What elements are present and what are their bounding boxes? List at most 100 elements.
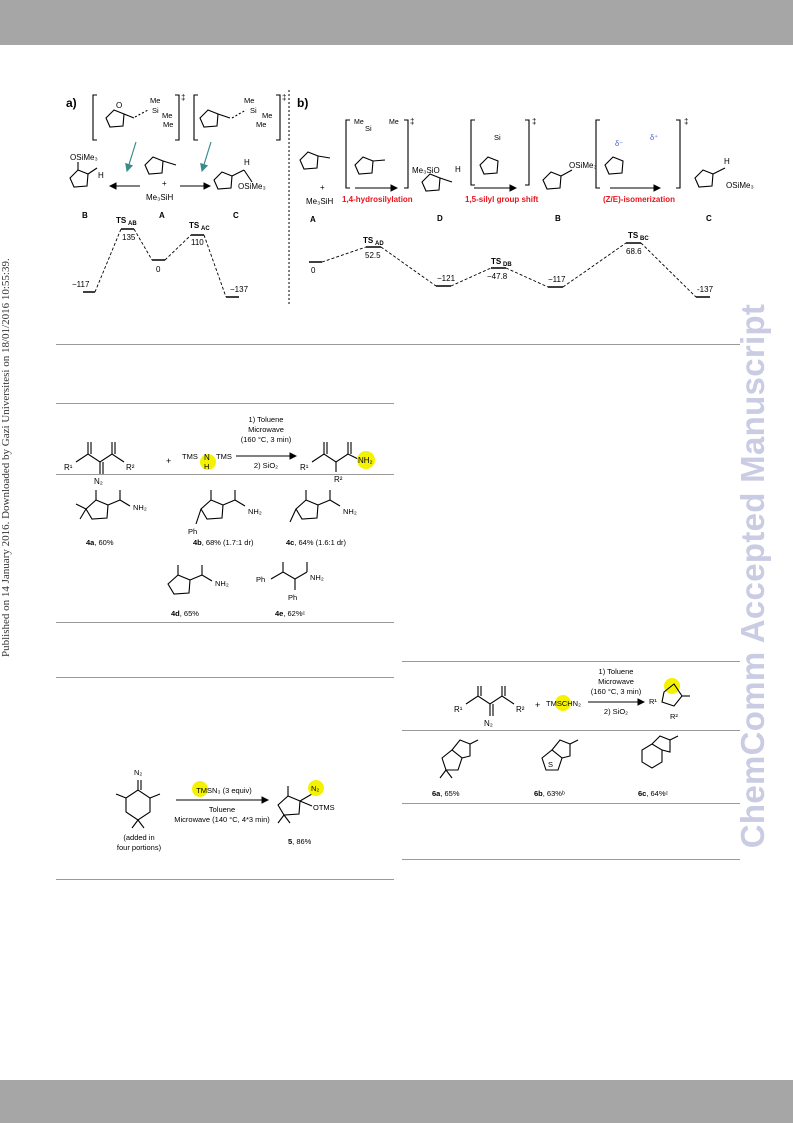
rule-7	[402, 661, 740, 662]
top-header-bar	[0, 0, 793, 45]
label-tms: TMS	[182, 452, 198, 461]
label-o: O	[116, 101, 122, 110]
label-si: Si	[152, 106, 159, 115]
compound-a-label: A	[159, 211, 165, 220]
energy-profile-figure: a) b) O Me Si Me Me ‡ Me Si Me Me ‡ OSiM…	[66, 90, 754, 305]
label-nh2: NH₂	[343, 507, 357, 516]
label-tms: TMS	[216, 452, 232, 461]
product-4b-caption: 4b, 68% (1.7:1 dr)	[193, 538, 254, 547]
compound-c-label: C	[233, 211, 239, 220]
rule-1	[56, 344, 740, 345]
label-ph: Ph	[288, 593, 297, 602]
bottom-footer-bar	[0, 1080, 793, 1123]
label-ph: Ph	[256, 575, 265, 584]
molecule-c	[213, 169, 253, 190]
rule-10	[402, 859, 740, 860]
label-me: Me	[262, 111, 272, 120]
label-r2: R²	[516, 705, 525, 714]
condition-line: Microwave (140 °C, 4*3 min)	[174, 815, 270, 824]
compound-b-label: B	[555, 214, 561, 223]
label-osime3: OSiMe₃	[569, 161, 597, 170]
label-ph: Ph	[188, 527, 197, 536]
step-hydrosilylation: 1,4-hydrosilylation	[342, 195, 413, 204]
diazo-dimedone	[115, 780, 161, 829]
compound-c-label: C	[706, 214, 712, 223]
product-4a-caption: 4a, 60%	[86, 538, 114, 547]
product-4c	[289, 490, 341, 523]
label-me: Me	[150, 96, 160, 105]
energy-value: 135	[122, 233, 136, 242]
product-5	[277, 786, 313, 824]
product-4e-caption: 4e, 62%ᶜ	[275, 609, 306, 618]
highlight-n3	[192, 781, 208, 797]
rule-6	[56, 879, 394, 880]
energy-value: 68.6	[626, 247, 642, 256]
condition-line: Microwave	[248, 425, 284, 434]
rule-2	[56, 403, 394, 404]
product-6a-caption: 6a, 65%	[432, 789, 460, 798]
energy-value: 110	[191, 238, 204, 247]
label-n: N	[204, 453, 210, 462]
energy-value: −121	[437, 274, 456, 283]
label-otms: OTMS	[313, 803, 335, 812]
ts-bc-structure	[595, 119, 681, 189]
panel-b-label: b)	[297, 96, 308, 110]
label-me: Me	[162, 111, 172, 120]
condition-line: 1) Toluene	[249, 415, 284, 424]
energy-value: −117	[548, 275, 566, 284]
label-me: Me	[389, 119, 399, 126]
ts-sub: AC	[201, 226, 210, 232]
label-h: H	[204, 462, 209, 471]
label-r2: R²	[334, 475, 343, 484]
teal-arrow-1	[125, 141, 137, 173]
ts-sub: AD	[375, 241, 384, 247]
product-6c-caption: 6c, 64%ᶜ	[638, 789, 669, 798]
ts-ac-structure	[193, 94, 281, 141]
label-si: Si	[250, 106, 257, 115]
panel-b-paths	[321, 242, 697, 298]
label-me: Me	[256, 120, 266, 129]
label-h: H	[98, 171, 104, 180]
label-double-dagger: ‡	[684, 117, 688, 126]
molecule-a-b	[299, 151, 331, 170]
label-me: Me	[163, 120, 173, 129]
product-4a	[75, 490, 131, 520]
label-h: H	[244, 158, 250, 167]
label-plus: +	[535, 700, 540, 710]
label-s: S	[548, 760, 553, 769]
label-n2: N₂	[484, 719, 493, 728]
ts-sub: AB	[128, 221, 137, 227]
panel-b-levels	[309, 242, 710, 298]
rule-5	[56, 677, 394, 678]
highlight-ch	[555, 695, 571, 711]
teal-arrow-2	[200, 141, 212, 173]
condition-line: (160 °C, 3 min)	[591, 687, 642, 696]
product-4e	[270, 562, 308, 590]
energy-value: −117	[72, 280, 90, 289]
energy-value: −47.8	[487, 272, 508, 281]
ts-sub: DB	[503, 262, 512, 268]
ts-label: TS	[628, 231, 639, 240]
label-nh2: NH₂	[310, 573, 324, 582]
label-nh2: NH₂	[358, 456, 373, 465]
product-5-caption: 5, 86%	[288, 837, 312, 846]
label-me: Me	[244, 96, 254, 105]
label-n2: N₂	[134, 768, 142, 777]
energy-value: 52.5	[365, 251, 381, 260]
label-r2: R²	[670, 712, 678, 721]
label-delta-plus: δ⁺	[650, 133, 658, 142]
label-osime3: OSiMe₃	[70, 153, 98, 162]
product-4c-caption: 4c, 64% (1.6:1 dr)	[286, 538, 347, 547]
ts-ab-structure	[92, 94, 180, 141]
label-nh2: NH₂	[133, 503, 147, 512]
condition-line: Toluene	[209, 805, 235, 814]
panel-a-label: a)	[66, 96, 77, 110]
furanone-scheme: R¹ R² N₂ + TMSCHN₂ 1) Toluene Microwave …	[432, 667, 690, 798]
label-n2: N₂	[311, 784, 319, 793]
label-nh2: NH₂	[248, 507, 262, 516]
label-delta-minus: δ⁻	[615, 139, 623, 148]
ts-label: TS	[363, 236, 374, 245]
highlight-nh2	[357, 451, 375, 469]
label-me: Me	[354, 119, 364, 126]
label-plus: +	[320, 183, 325, 192]
